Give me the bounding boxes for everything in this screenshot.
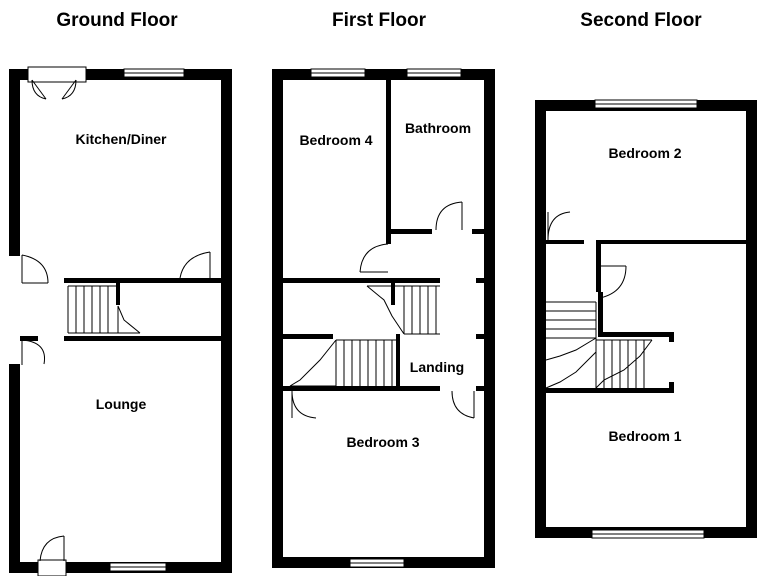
second-floor-heading: Second Floor bbox=[580, 10, 702, 31]
first-floor-plan: Bedroom 4 Bathroom Landing Bedroom 3 bbox=[272, 68, 495, 568]
room-label-bathroom: Bathroom bbox=[405, 120, 471, 136]
first-stairs bbox=[289, 285, 440, 387]
first-bedroom3-door-right bbox=[451, 390, 475, 419]
second-bedroom2-door bbox=[547, 211, 571, 241]
room-label-bedroom-3: Bedroom 3 bbox=[346, 434, 419, 450]
ground-hall-door-upper bbox=[21, 254, 49, 284]
ground-patio-door-frame bbox=[27, 66, 87, 83]
room-label-bedroom-4: Bedroom 4 bbox=[299, 132, 372, 148]
room-label-bedroom-1: Bedroom 1 bbox=[608, 428, 681, 444]
second-bedroom1-door bbox=[599, 265, 627, 299]
ground-patio-door-right bbox=[61, 79, 77, 100]
ground-patio-door-left bbox=[31, 79, 47, 100]
second-floor-plan: Bedroom 2 Bedroom 1 bbox=[535, 99, 757, 539]
ground-wall-top bbox=[9, 69, 232, 80]
room-label-bedroom-2: Bedroom 2 bbox=[608, 145, 681, 161]
ground-stair-wall-top bbox=[64, 278, 221, 283]
first-bedroom4-door bbox=[359, 243, 389, 273]
room-label-landing: Landing bbox=[410, 359, 464, 375]
first-bathroom-door bbox=[435, 201, 463, 231]
ground-floor-heading: Ground Floor bbox=[56, 10, 178, 31]
ground-front-door bbox=[39, 535, 65, 562]
room-label-lounge: Lounge bbox=[96, 396, 147, 412]
second-stairs bbox=[545, 301, 653, 389]
ground-wall-right bbox=[221, 69, 232, 573]
ground-floor-plan: Kitchen/Diner Lounge bbox=[9, 66, 232, 576]
ground-stair-wall-bottom bbox=[64, 336, 221, 341]
room-label-kitchen-diner: Kitchen/Diner bbox=[75, 131, 167, 147]
first-floor-heading: First Floor bbox=[332, 10, 427, 31]
ground-kitchen-door bbox=[179, 251, 211, 279]
ground-hall-door-lower bbox=[21, 339, 46, 365]
ground-stairs bbox=[67, 285, 141, 334]
first-bedroom3-door-left bbox=[291, 390, 317, 419]
